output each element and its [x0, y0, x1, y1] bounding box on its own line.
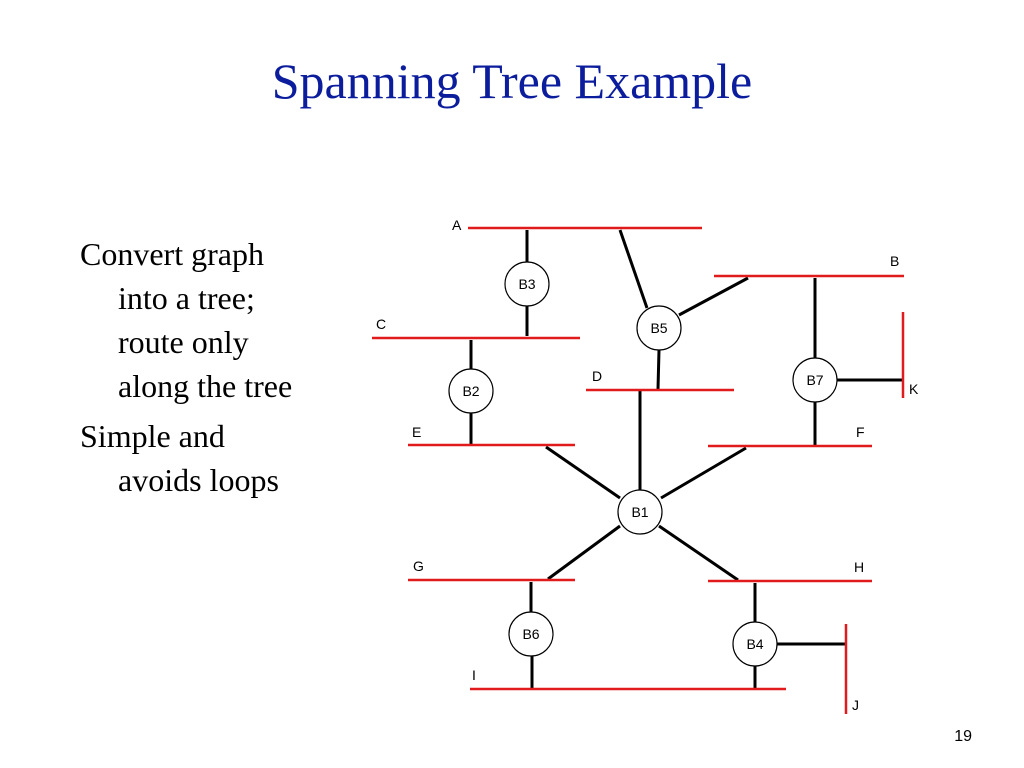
lan-b: B — [714, 253, 904, 278]
bullet-item: Simple and avoids loops — [80, 414, 380, 502]
link-b5-b — [678, 276, 749, 317]
bridge-node-circle — [448, 368, 494, 414]
bridge-b5: B5 — [636, 305, 682, 351]
bridge-node-circle — [617, 489, 663, 535]
lan-label: B — [890, 253, 899, 269]
bridge-label: B2 — [462, 383, 479, 399]
bridge-label: B6 — [522, 626, 539, 642]
slide-title: Spanning Tree Example — [271, 53, 753, 109]
lan-d: D — [586, 368, 734, 392]
lan-label: H — [854, 559, 864, 575]
lan-g: G — [408, 558, 575, 582]
lan-label: K — [909, 381, 919, 397]
lan-a: A — [452, 217, 702, 233]
bridge-node-circle — [732, 621, 778, 667]
lan-i: I — [470, 667, 786, 691]
lan-label: D — [592, 368, 602, 384]
link-b1-e — [545, 445, 621, 500]
bridge-node-circle — [636, 305, 682, 351]
bridge-b2: B2 — [448, 368, 494, 414]
bridge-node-circle — [792, 357, 838, 403]
bridge-b4: B4 — [732, 621, 778, 667]
bridge-b1: B1 — [617, 489, 663, 535]
lans-layer: A B C D E F G H I J K — [372, 217, 919, 714]
links-layer — [469, 229, 903, 688]
bridge-label: B4 — [746, 636, 763, 652]
lan-j: J — [844, 624, 859, 714]
page-number: 19 — [954, 728, 972, 745]
link-b1-g — [547, 524, 621, 581]
lan-c: C — [372, 316, 580, 340]
link-b1-f — [660, 446, 747, 500]
bridge-label: B7 — [806, 372, 823, 388]
lan-f: F — [708, 424, 872, 448]
bridge-b6: B6 — [508, 611, 554, 657]
bridge-label: B3 — [518, 276, 535, 292]
bullet-text: avoids loops — [118, 462, 279, 498]
bridge-b3: B3 — [504, 261, 550, 307]
bullet-text: Convert graph — [80, 236, 264, 272]
bridge-label: B1 — [631, 504, 648, 520]
bridge-b7: B7 — [792, 357, 838, 403]
link-b1-h — [658, 524, 739, 582]
link-b5-a — [618, 229, 649, 309]
bullet-text: route only — [118, 324, 249, 360]
bullet-text: Simple and — [80, 418, 225, 454]
bullet-text: along the tree — [118, 368, 293, 404]
lan-label: F — [856, 424, 865, 440]
lan-label: I — [472, 667, 476, 683]
lan-label: A — [452, 217, 462, 233]
bullet-list: Convert graph into a tree; route only al… — [80, 232, 380, 502]
lan-k: K — [901, 312, 919, 398]
bridge-node-circle — [504, 261, 550, 307]
bridge-label: B5 — [650, 320, 667, 336]
lan-label: C — [376, 316, 386, 332]
lan-label: G — [413, 558, 424, 574]
link-b5-d — [656, 349, 661, 390]
bullet-text: into a tree; — [118, 280, 255, 316]
lan-label: E — [412, 424, 421, 440]
bullet-item: Convert graph into a tree; route only al… — [80, 232, 380, 408]
lan-h: H — [708, 559, 872, 583]
lan-e: E — [408, 424, 575, 447]
lan-label: J — [852, 697, 859, 713]
bridge-node-circle — [508, 611, 554, 657]
